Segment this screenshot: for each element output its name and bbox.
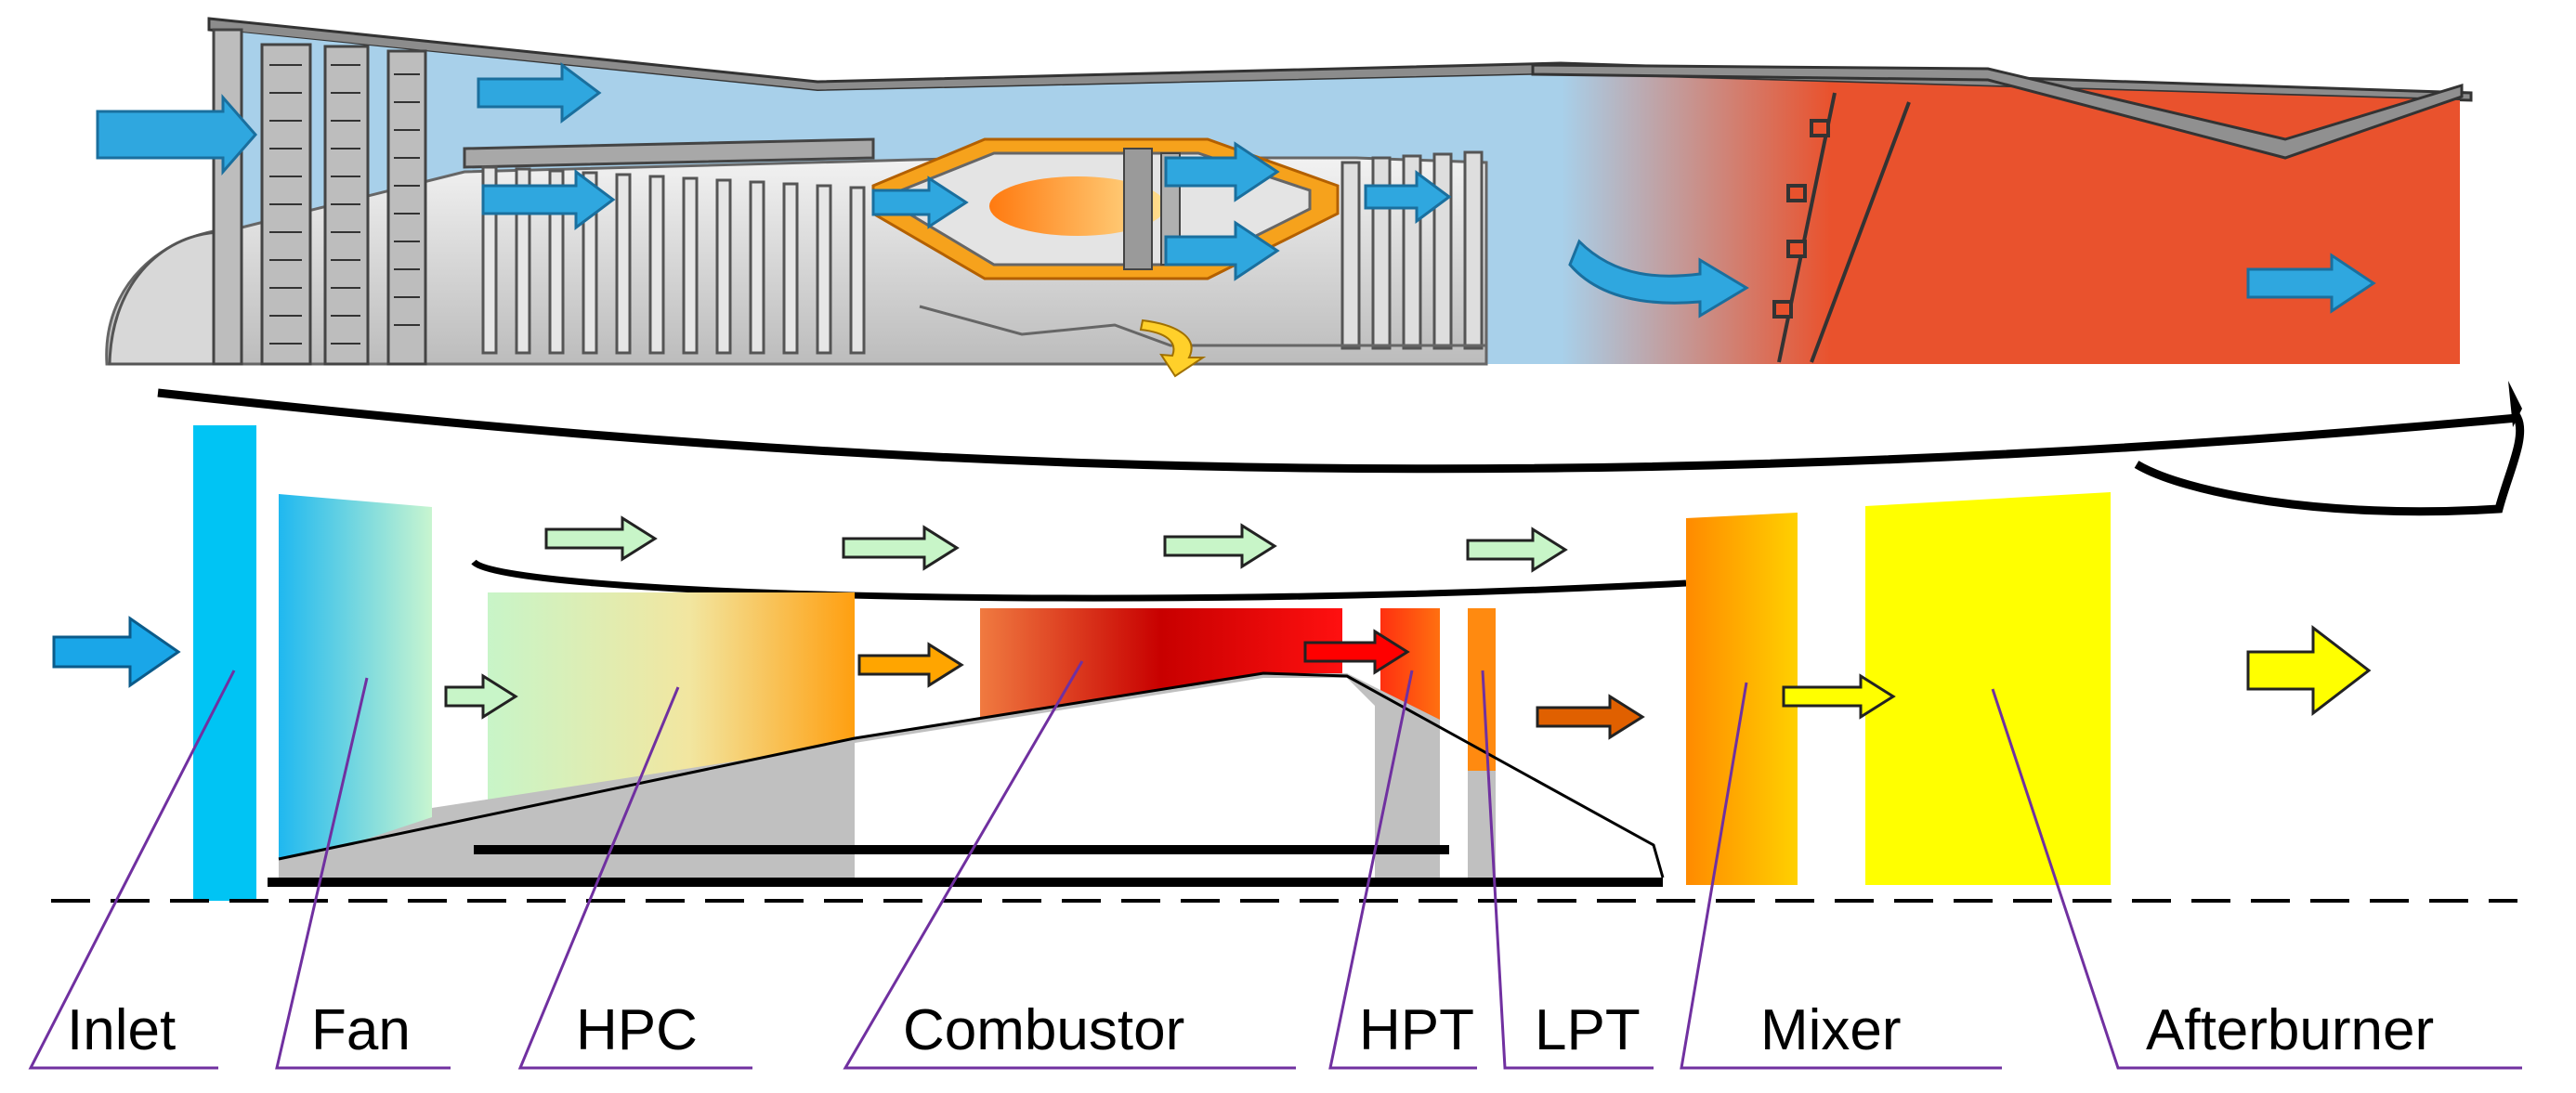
label-fan: Fan — [311, 998, 411, 1062]
right-arrow-icon — [1466, 527, 1568, 573]
right-arrow-icon — [871, 176, 969, 229]
label-afterburner: Afterburner — [2146, 998, 2434, 1062]
flame-holder — [1772, 92, 1911, 363]
right-arrow-icon — [481, 169, 616, 230]
engine-schematic — [51, 381, 2525, 903]
right-arrow-icon — [2246, 253, 2376, 314]
leader-lpt — [1481, 670, 1654, 1070]
right-arrow-icon — [1536, 694, 1645, 740]
right-arrow-icon — [1163, 523, 1277, 569]
right-arrow-icon — [1303, 629, 1410, 675]
right-arrow-icon — [96, 94, 257, 176]
leader-hpt — [1328, 670, 1477, 1070]
mixer-block — [1686, 513, 1798, 885]
right-arrow-icon — [857, 642, 964, 688]
leader-fan — [275, 677, 451, 1070]
leader-combustor — [843, 660, 1296, 1070]
right-arrow-icon — [477, 62, 602, 124]
label-combustor: Combustor — [903, 998, 1184, 1062]
right-arrow-icon — [444, 673, 518, 720]
engine-cutaway-illustration — [96, 17, 2473, 378]
right-arrow-icon — [1164, 220, 1280, 281]
leader-inlet — [28, 670, 236, 1070]
leader-hpc — [517, 686, 752, 1070]
fan-block — [279, 494, 432, 868]
label-inlet: Inlet — [67, 998, 176, 1062]
nozzle-wall — [1531, 63, 2464, 160]
curved-down-arrow-icon — [1139, 319, 1207, 378]
flow-arrows-schematic — [52, 515, 2372, 740]
leader-lines — [28, 660, 2522, 1070]
right-arrow-icon — [842, 525, 960, 571]
leader-afterburner — [1991, 688, 2522, 1070]
label-mixer: Mixer — [1760, 998, 1902, 1062]
right-arrow-icon — [544, 515, 658, 562]
right-arrow-icon — [52, 616, 181, 688]
right-arrow-icon — [1782, 673, 1896, 720]
leader-mixer — [1680, 682, 2002, 1070]
afterburner-block — [1865, 492, 2111, 885]
splitter — [463, 137, 875, 169]
right-arrow-icon — [2246, 624, 2372, 717]
hub-outline — [278, 671, 1665, 878]
hub-white-2 — [432, 743, 855, 878]
flow-arrows-top — [96, 62, 2376, 319]
splitter-line — [471, 559, 1687, 602]
component-labels: Inlet Fan HPC Combustor HPT LPT Mixer Af… — [67, 998, 2434, 1062]
right-arrow-icon — [1364, 170, 1452, 224]
hpc-blades — [481, 165, 866, 355]
right-arrow-icon — [1568, 239, 1749, 319]
core-bottom-edge — [919, 305, 1486, 347]
nacelle-tip — [2508, 381, 2522, 427]
spinner — [108, 230, 225, 366]
right-arrow-icon — [1164, 141, 1280, 202]
inlet-block — [193, 425, 256, 901]
nacelle-outer-line — [157, 388, 2525, 516]
label-hpt: HPT — [1359, 998, 1474, 1062]
label-lpt: LPT — [1535, 998, 1641, 1062]
label-hpc: HPC — [576, 998, 698, 1062]
flame — [989, 176, 1166, 236]
